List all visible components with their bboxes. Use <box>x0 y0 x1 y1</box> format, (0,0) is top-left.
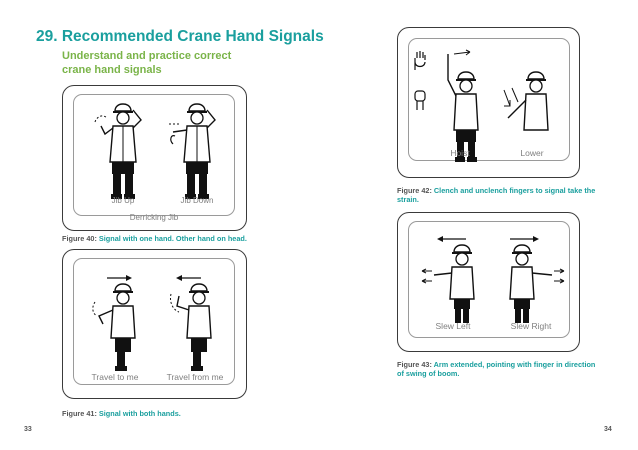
worker-figure-icon <box>94 103 142 199</box>
worker-figure-icon <box>92 283 136 371</box>
figure-40-panel: Jib Up Jib Down Derricking Jib <box>62 85 247 231</box>
slew-right-label: Slew Right <box>510 321 552 331</box>
page-number-left: 33 <box>24 426 32 433</box>
travel-from-me-label: Travel from me <box>166 372 224 382</box>
figure-43-inner-frame <box>408 221 570 338</box>
arrow-right-icon <box>510 236 539 242</box>
page-title: 29. Recommended Crane Hand Signals <box>36 28 324 45</box>
figure-40-caption: Figure 40: Signal with one hand. Other h… <box>62 234 247 243</box>
derricking-jib-label: Derricking Jib <box>129 213 179 222</box>
figure-43-caption: Figure 43: Arm extended, pointing with f… <box>397 360 596 378</box>
worker-figure-icon <box>503 71 549 131</box>
fist-icon <box>414 90 426 110</box>
arrow-left-icon <box>176 275 201 281</box>
lower-label: Lower <box>520 148 544 158</box>
figure-41-panel: Travel to me Travel from me <box>62 249 247 399</box>
worker-figure-icon <box>170 283 212 371</box>
open-hand-icon <box>414 51 426 70</box>
arrow-left-icon <box>437 236 466 242</box>
worker-figure-icon <box>447 49 479 162</box>
worker-figure-icon <box>421 244 475 323</box>
jib-up-label: Jib Up <box>111 196 135 205</box>
figure-42-caption: Figure 42: Clench and unclench fingers t… <box>397 186 596 204</box>
hoist-label: Hoist <box>450 148 470 158</box>
page-subtitle: Understand and practice correct crane ha… <box>62 50 232 76</box>
travel-to-me-label: Travel to me <box>91 372 139 382</box>
worker-figure-icon <box>169 103 216 199</box>
page-number-right: 34 <box>604 426 612 433</box>
figure-41-caption: Figure 41: Signal with both hands. <box>62 409 181 418</box>
figure-43-panel: Slew Left Slew Right <box>397 212 580 352</box>
arrow-right-icon <box>107 275 132 281</box>
worker-figure-icon <box>509 244 565 323</box>
jib-down-label: Jib Down <box>180 196 214 205</box>
figure-42-panel: Hoist Lower <box>397 27 580 178</box>
slew-left-label: Slew Left <box>435 321 471 331</box>
